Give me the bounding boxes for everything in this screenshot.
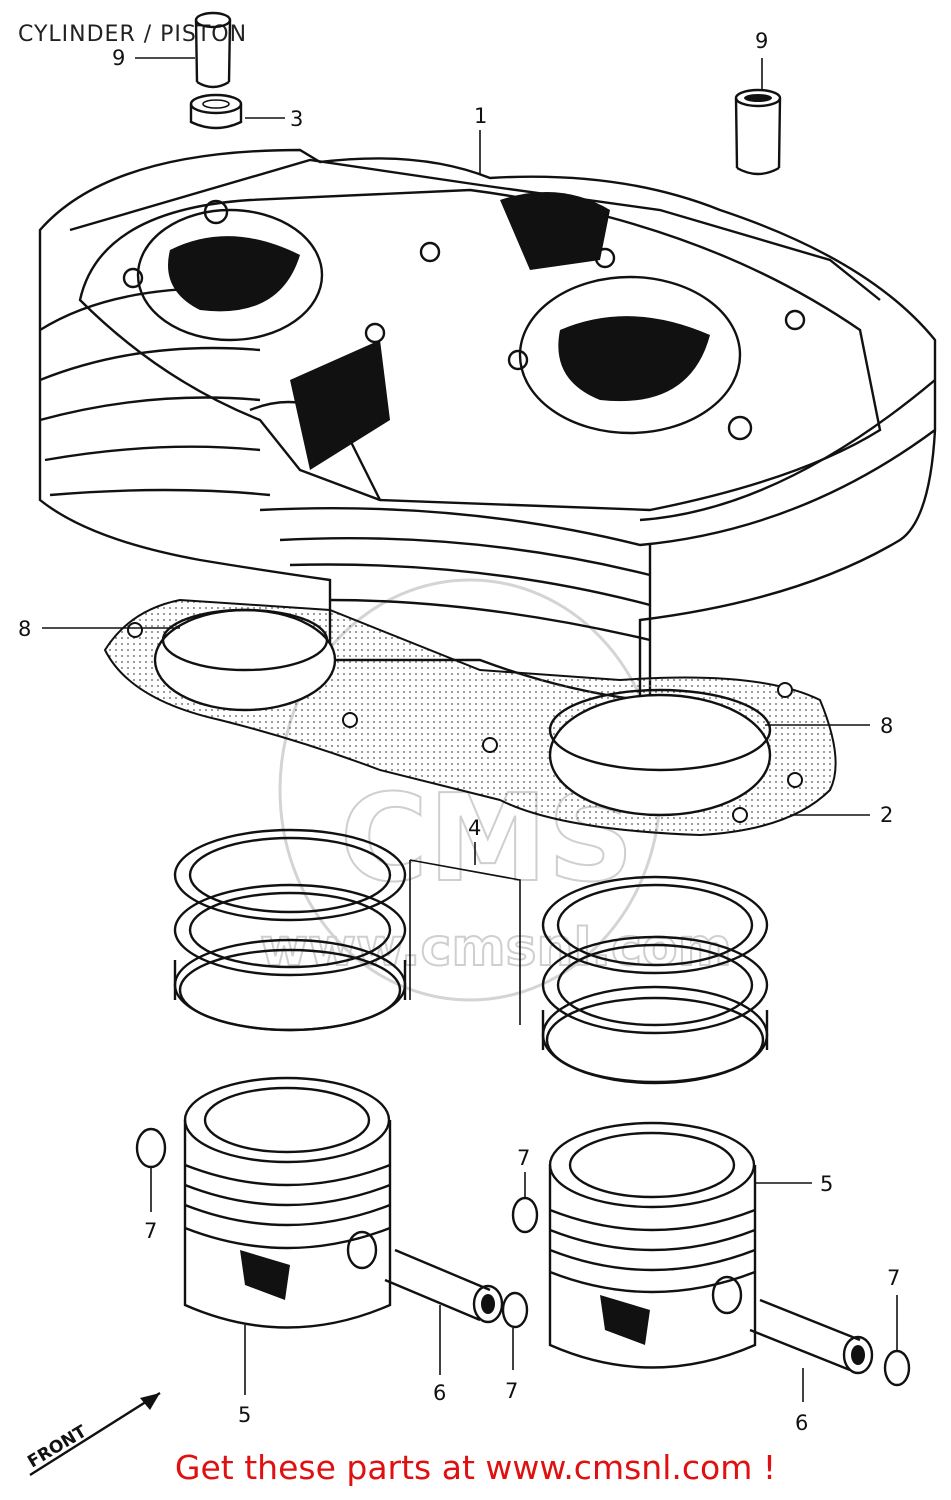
- part-2-base-gasket: [103, 598, 837, 837]
- part-7-circlip-3: [501, 1291, 529, 1329]
- callout-8-left: 8: [18, 617, 31, 641]
- part-4-piston-ring-set-left: [173, 828, 407, 1032]
- part-5-piston-right: [548, 1121, 757, 1369]
- part-6-piston-pin-right: [749, 1298, 874, 1375]
- watermark-url-text: www.cmsnl.com: [260, 918, 732, 978]
- callout-8-right: 8: [880, 714, 893, 738]
- callout-4: 4: [468, 816, 481, 840]
- callout-7-mid-upper: 7: [517, 1146, 530, 1170]
- part-3-collar: [189, 93, 243, 130]
- callout-6-left: 6: [433, 1381, 446, 1405]
- part-5-piston-left: [183, 1076, 392, 1329]
- part-8-o-ring-left: [161, 608, 329, 672]
- part-8-o-ring-right: [548, 688, 772, 772]
- part-1-cylinder-block: [38, 148, 937, 702]
- part-7-circlip-1: [135, 1127, 167, 1169]
- callout-9-left: 9: [112, 46, 125, 70]
- callout-1: 1: [474, 104, 487, 128]
- callout-7-mid-lower: 7: [505, 1379, 518, 1403]
- promo-banner: Get these parts at www.cmsnl.com !: [174, 1448, 777, 1487]
- callout-7-right: 7: [887, 1266, 900, 1290]
- leader-lines: [42, 57, 898, 1402]
- part-7-circlip-2: [511, 1196, 539, 1234]
- part-6-piston-pin-left: [384, 1248, 504, 1324]
- part-7-circlip-4: [883, 1349, 911, 1387]
- part-9-dowel-pin-right: [734, 88, 782, 176]
- callout-5-right: 5: [820, 1172, 833, 1196]
- part-9-dowel-pin-left: [194, 11, 232, 89]
- callout-2: 2: [880, 803, 893, 827]
- callout-3: 3: [290, 107, 303, 131]
- callout-7-left: 7: [144, 1219, 157, 1243]
- part-4-piston-ring-set-right: [541, 875, 769, 1085]
- callout-9-right: 9: [755, 29, 768, 53]
- callout-6-right: 6: [795, 1411, 808, 1435]
- part-4-bracket-line: [409, 859, 521, 1025]
- callout-5-left: 5: [238, 1403, 251, 1427]
